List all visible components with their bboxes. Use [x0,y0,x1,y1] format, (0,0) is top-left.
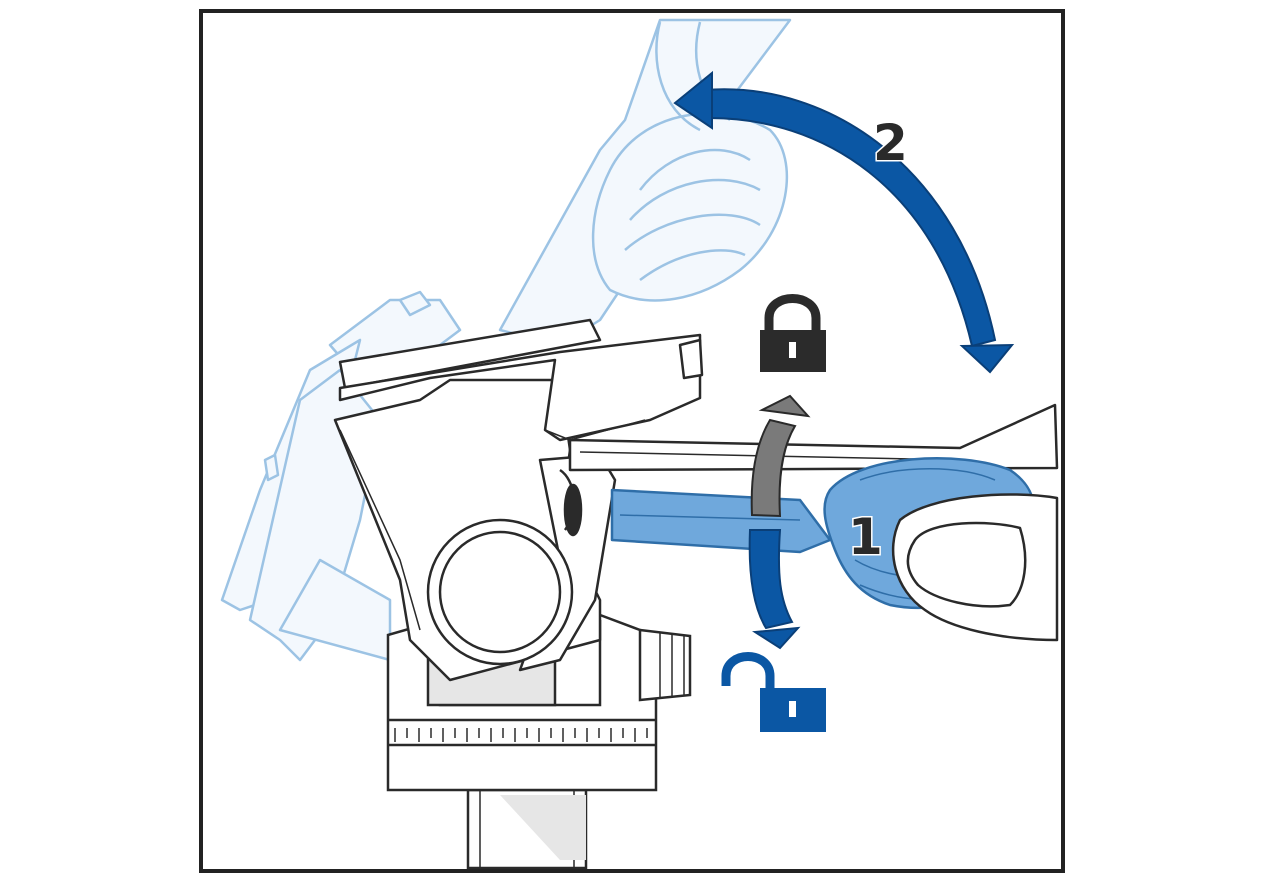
step-2-label: 2 [873,114,908,172]
tilt-axis-disc [426,518,574,666]
step-1-label: 1 [848,508,883,566]
lock-open-icon [721,652,826,732]
hand-thumb [891,493,1059,642]
rotate-down-arrow-icon [748,529,801,650]
lock-closed-icon [760,294,826,372]
rotate-up-arrow-icon [750,394,811,518]
base-scale-ticks [394,728,648,742]
quick-release-plate [338,318,704,442]
pan-lock-knob [638,628,692,702]
swing-arc-arrow-icon [673,70,1015,374]
tripod-column [466,788,588,870]
